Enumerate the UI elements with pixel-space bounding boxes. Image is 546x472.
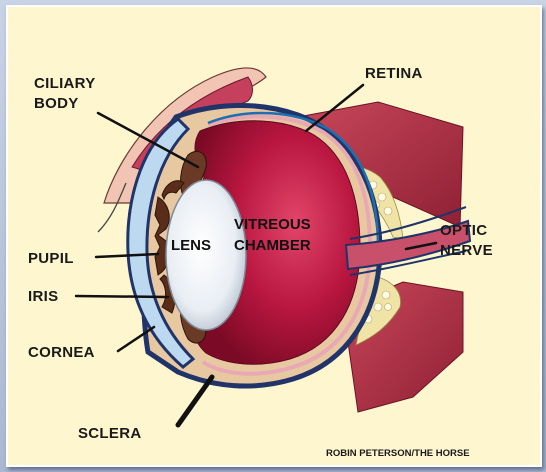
lens-shape xyxy=(166,180,246,330)
label-ciliary-body-2: BODY xyxy=(34,95,79,112)
label-lens: LENS xyxy=(171,237,211,254)
label-sclera: SCLERA xyxy=(78,425,141,442)
diagram-panel: CILIARY BODY RETINA VITREOUS CHAMBER LEN… xyxy=(6,5,542,467)
label-vitreous-1: VITREOUS xyxy=(234,216,311,233)
label-pupil: PUPIL xyxy=(28,250,74,267)
leader-sclera xyxy=(178,377,212,425)
label-optic-nerve-2: NERVE xyxy=(440,242,493,259)
leader-iris xyxy=(76,296,168,297)
label-cornea: CORNEA xyxy=(28,344,95,361)
label-ciliary-body-1: CILIARY xyxy=(34,75,96,92)
label-iris: IRIS xyxy=(28,288,58,305)
label-optic-nerve-1: OPTIC xyxy=(440,222,487,239)
eye-anatomy-illustration: CILIARY BODY RETINA VITREOUS CHAMBER LEN… xyxy=(8,7,540,465)
label-vitreous-2: CHAMBER xyxy=(234,237,311,254)
label-retina: RETINA xyxy=(365,65,423,82)
image-credit: ROBIN PETERSON/THE HORSE xyxy=(326,448,470,459)
